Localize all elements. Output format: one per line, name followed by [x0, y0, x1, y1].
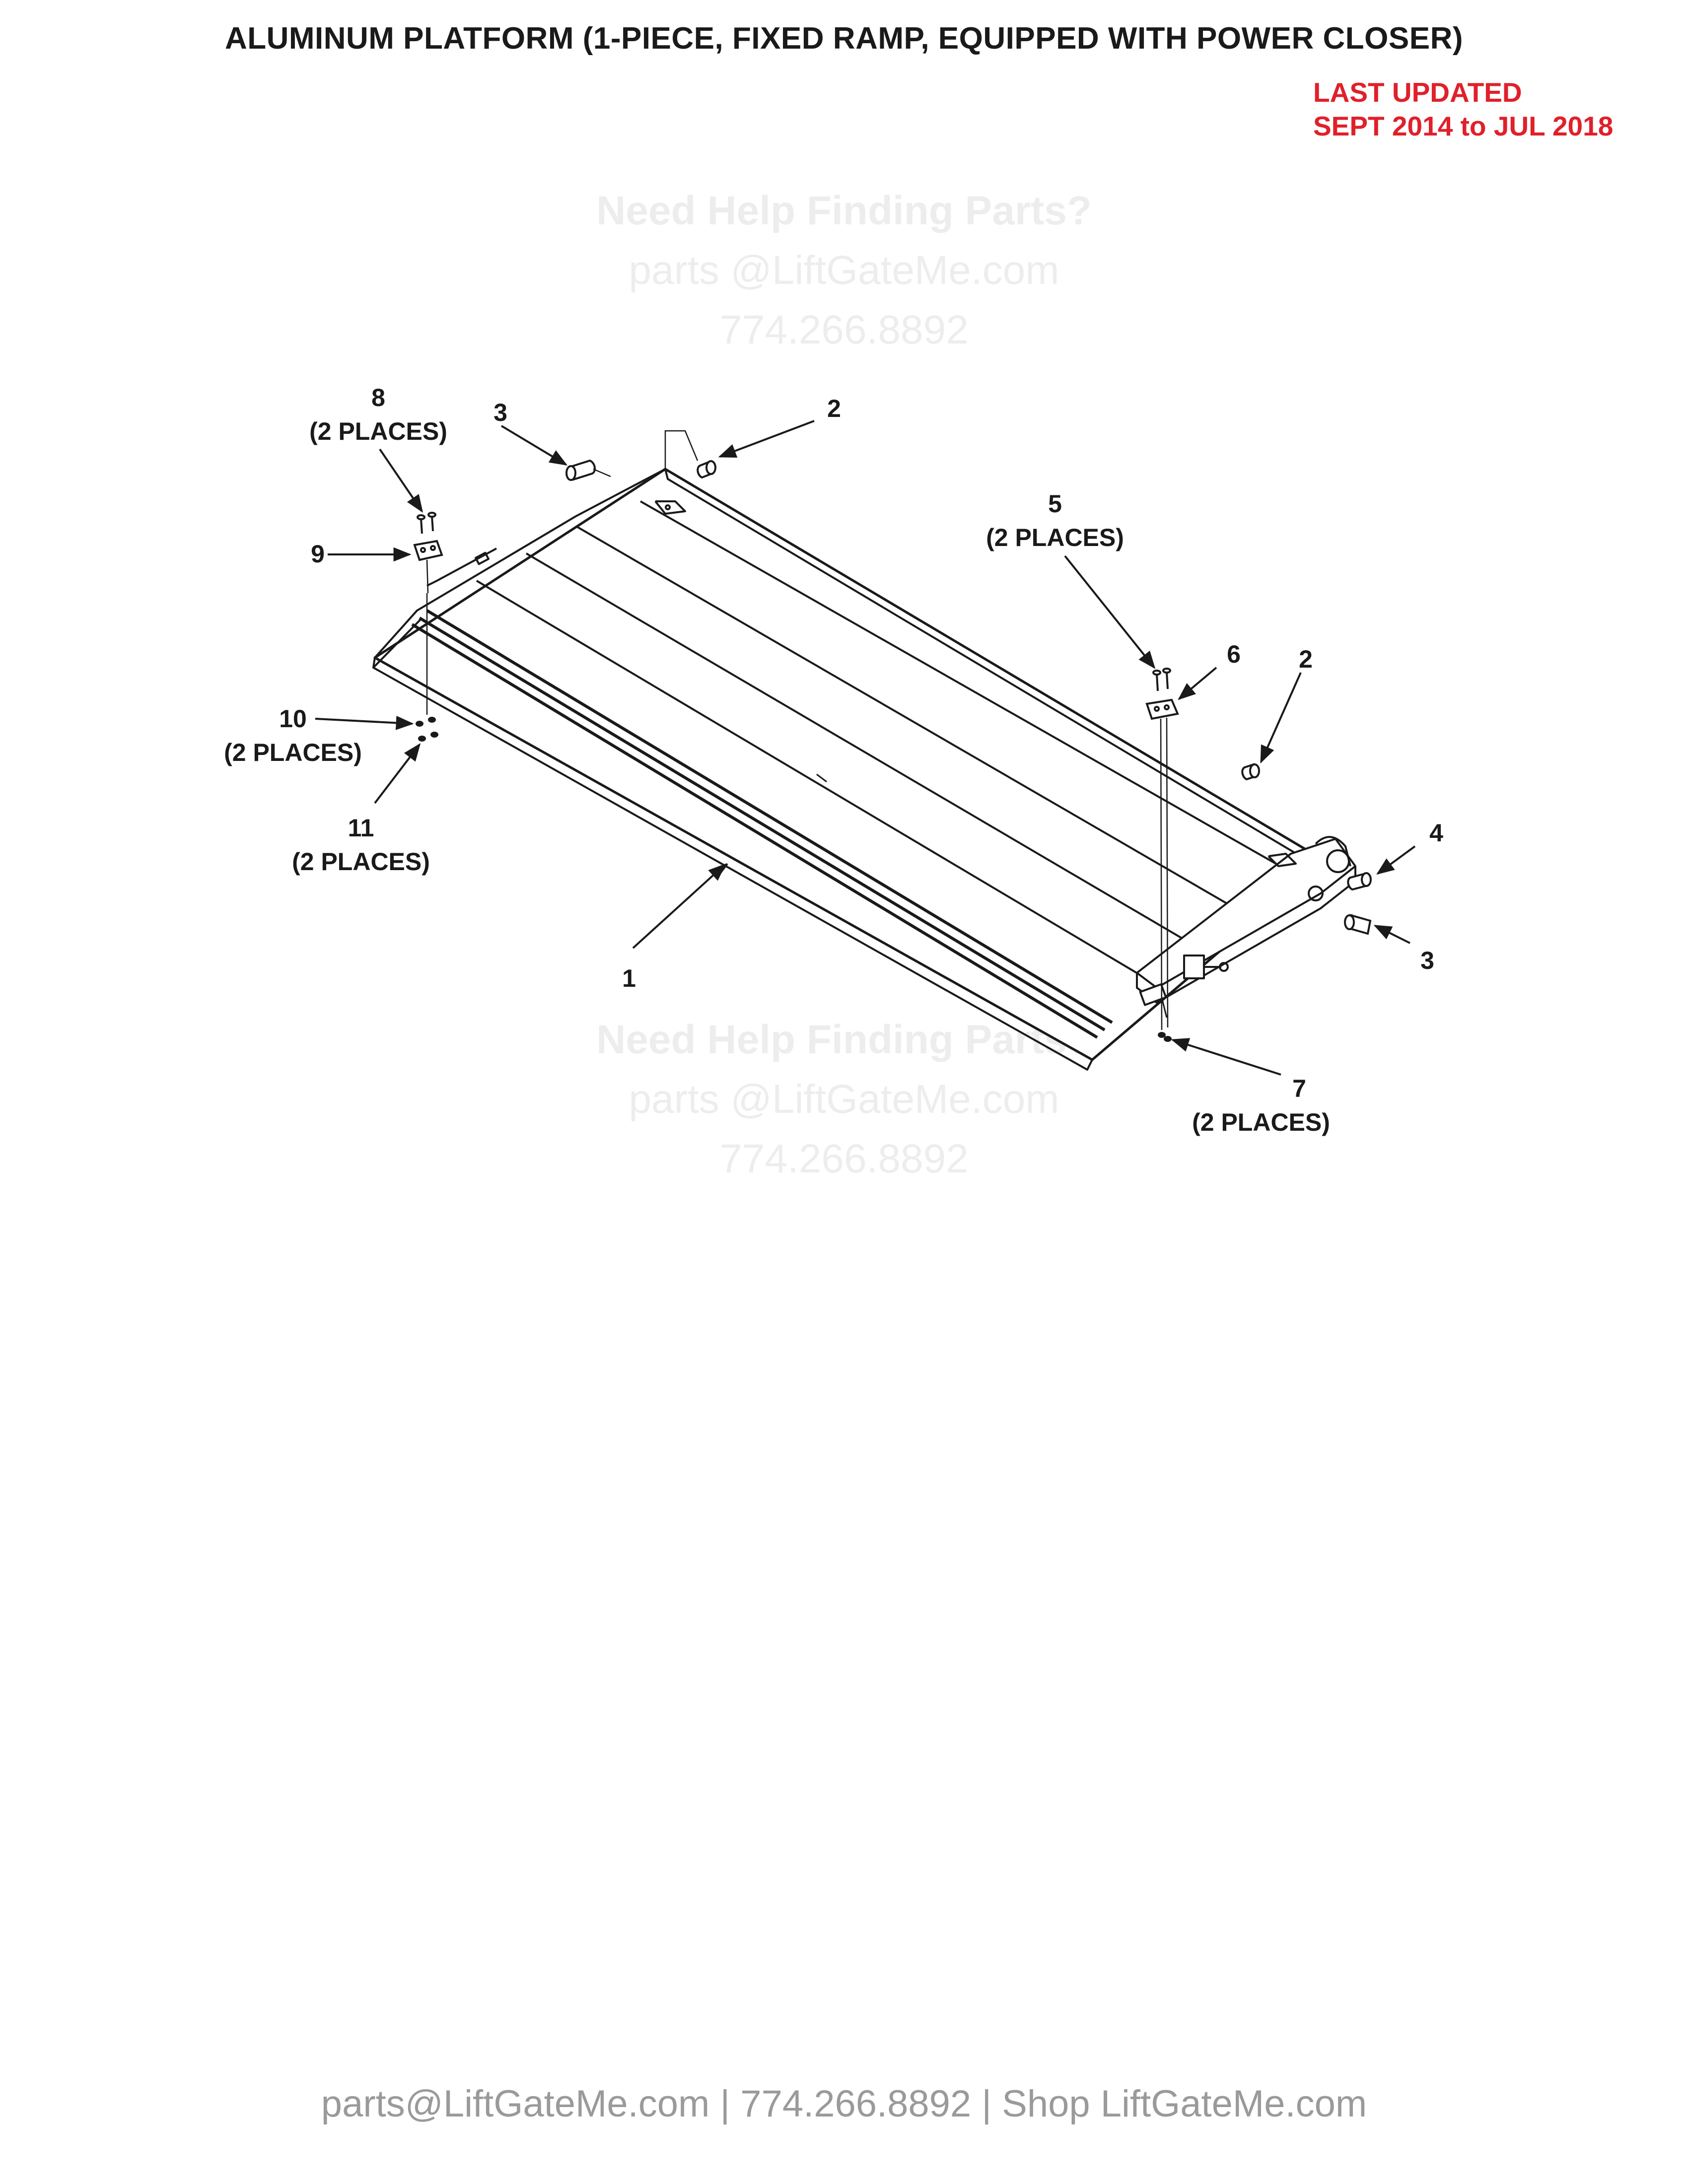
last-updated-note: LAST UPDATED SEPT 2014 to JUL 2018 [1313, 75, 1613, 143]
callout-6: 6 [1227, 640, 1241, 668]
callout-10-qty: (2 PLACES) [224, 739, 362, 766]
part-bushing-4 [1347, 872, 1372, 891]
watermark-heading: Need Help Finding Parts? [596, 188, 1092, 233]
last-updated-range: SEPT 2014 to JUL 2018 [1313, 111, 1614, 141]
last-updated-label: LAST UPDATED [1313, 77, 1522, 108]
watermark-phone: 774.266.8892 [719, 307, 969, 352]
part-nuts-7 [1158, 1032, 1172, 1042]
page-title: ALUMINUM PLATFORM (1-PIECE, FIXED RAMP, … [224, 21, 1464, 56]
part-bolts-8 [417, 512, 436, 534]
callout-11: 11 [348, 814, 374, 842]
guide-line [664, 430, 699, 469]
watermark-top: Need Help Finding Parts? parts @LiftGate… [0, 181, 1688, 360]
aluminum-platform [372, 468, 1356, 1071]
callout-7: 7 [1292, 1075, 1306, 1102]
footer-contact: parts@LiftGateMe.com | 774.266.8892 | Sh… [321, 2083, 1367, 2125]
part-bushing-3-left [565, 459, 596, 481]
watermark-email: parts @LiftGateMe.com [629, 1077, 1059, 1122]
watermark-email: parts @LiftGateMe.com [629, 248, 1059, 293]
callout-5-qty: (2 PLACES) [986, 524, 1124, 551]
part-bolts-5 [1152, 668, 1171, 691]
guide-line [593, 468, 611, 478]
callout-9: 9 [311, 540, 325, 568]
callout-4: 4 [1429, 819, 1443, 847]
part-bushing-2-right [1241, 763, 1260, 781]
callout-11-qty: (2 PLACES) [292, 848, 430, 876]
callout-1: 1 [622, 964, 636, 992]
callout-3-right: 3 [1420, 947, 1434, 974]
part-bushing-3-right [1344, 914, 1372, 935]
part-nuts-10-11 [416, 593, 438, 742]
callout-5: 5 [1048, 490, 1062, 518]
part-bushing-2-left [697, 460, 716, 479]
callout-10: 10 [279, 705, 307, 733]
callout-8: 8 [371, 384, 385, 411]
callout-8-qty: (2 PLACES) [309, 417, 447, 445]
callout-7-qty: (2 PLACES) [1192, 1108, 1330, 1136]
part-plate-9 [413, 540, 443, 594]
watermark-phone: 774.266.8892 [719, 1136, 969, 1181]
leader-lines [315, 420, 1416, 1076]
callout-2-left: 2 [827, 395, 841, 422]
callout-2-right: 2 [1299, 645, 1313, 673]
callout-3-left: 3 [493, 399, 507, 426]
part-plate-6 [1145, 698, 1179, 1030]
